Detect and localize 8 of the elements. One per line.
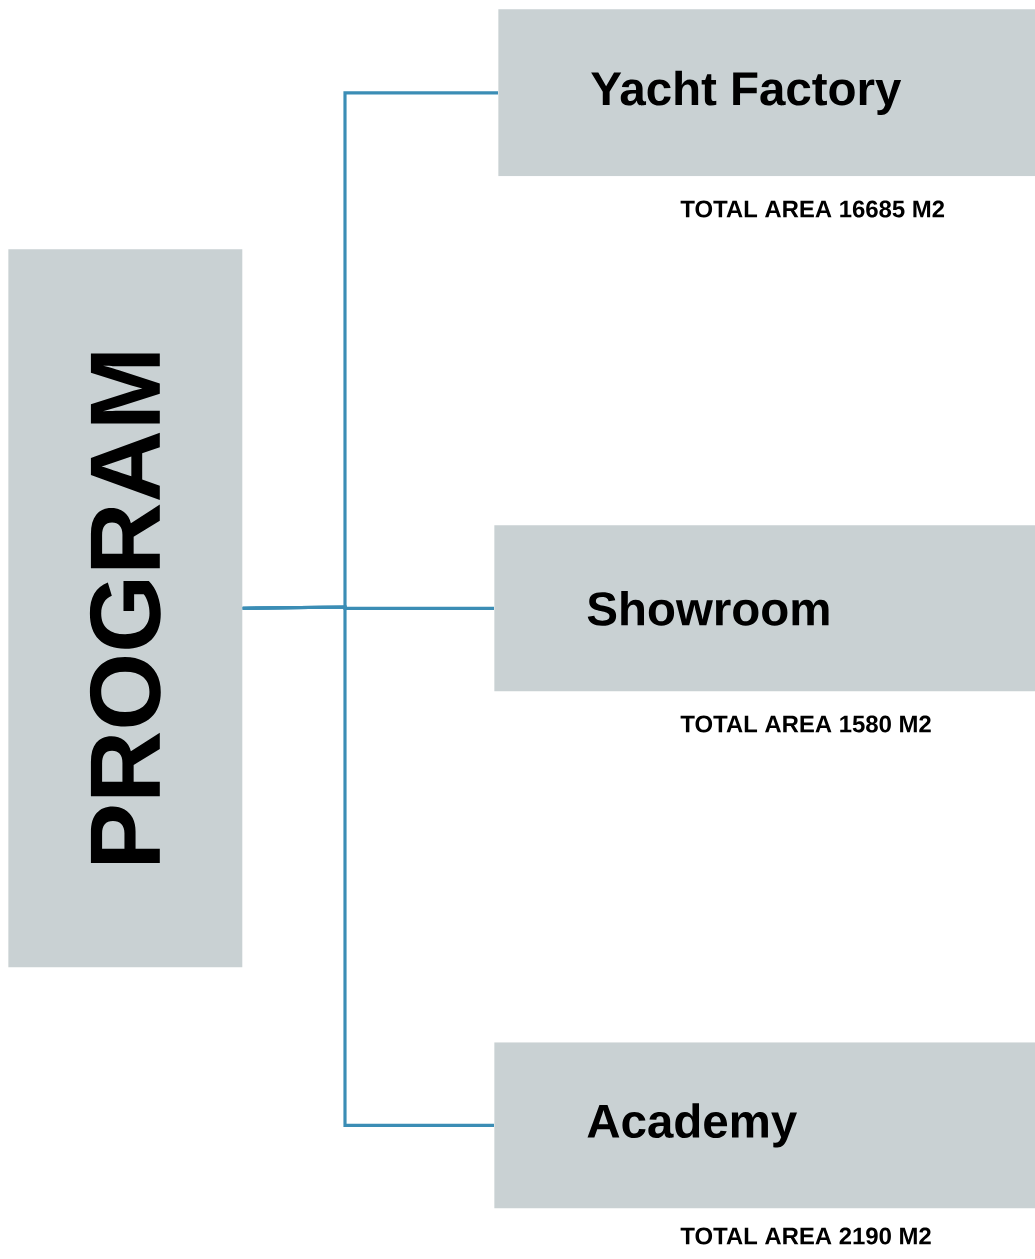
program-box: Yacht Factory bbox=[498, 9, 1035, 177]
area-label: TOTAL AREA 1580 M2 bbox=[680, 715, 931, 733]
area-label: TOTAL AREA 16685 M2 bbox=[680, 200, 945, 218]
connector-line bbox=[242, 605, 494, 1127]
area-label: TOTAL AREA 2190 M2 bbox=[680, 1227, 931, 1245]
program-box: Showroom bbox=[494, 525, 1035, 692]
program-box: Academy bbox=[494, 1042, 1035, 1209]
title-box: PROGRAM bbox=[8, 249, 243, 968]
